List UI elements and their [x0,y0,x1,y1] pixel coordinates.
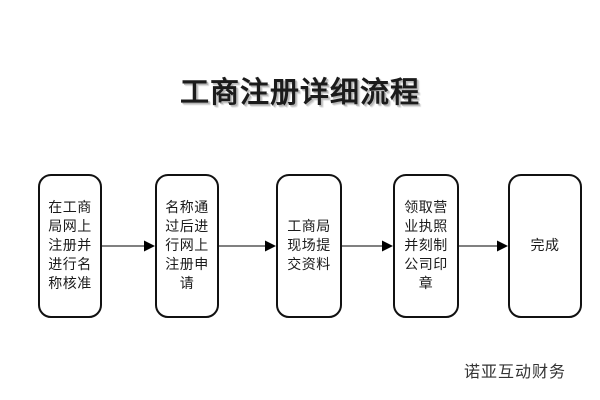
flow-connector-2-arrow [219,239,277,253]
arrow-right-icon [102,240,155,252]
flow-step-3-label: 工商局现场提交资料 [287,218,331,273]
flow-connector-3-arrow [342,239,394,253]
watermark-text: 诺亚互动财务 [464,362,567,381]
flow-step-5-label: 完成 [530,237,560,254]
flow-step-4[interactable]: 领取营业执照并刻制公司印章 [393,174,459,318]
flow-step-2[interactable]: 名称通过后进行网上注册申请 [155,174,219,318]
arrow-right-icon [219,240,276,252]
flow-step-1-label: 在工商局网上注册并进行名称核准 [48,199,92,292]
arrow-right-icon [342,240,393,252]
arrow-right-icon [459,240,508,252]
page-title: 工商注册详细流程 [179,75,420,109]
flow-connector-1-arrow [102,239,156,253]
flow-step-2-label: 名称通过后进行网上注册申请 [165,199,209,292]
flow-step-1[interactable]: 在工商局网上注册并进行名称核准 [38,174,102,318]
flow-step-5[interactable]: 完成 [508,174,582,318]
flow-connector-4-arrow [459,239,509,253]
flow-step-4-label: 领取营业执照并刻制公司印章 [404,199,448,292]
flow-step-3[interactable]: 工商局现场提交资料 [276,174,342,318]
